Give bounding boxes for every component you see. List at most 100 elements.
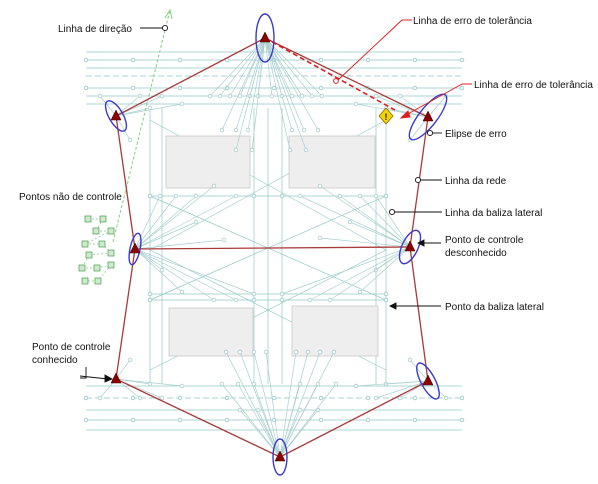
error-ellipse [416, 362, 440, 400]
network-line [299, 195, 411, 248]
side-shot-point [219, 127, 225, 133]
label-known-control-point-1: Ponto de controle [32, 342, 111, 353]
network-line [134, 195, 161, 250]
network-line [209, 37, 266, 97]
side-shot-point [318, 395, 324, 401]
side-shot-point [177, 57, 183, 63]
label-direction-line: Linha de direção [58, 24, 132, 35]
side-shot-point [211, 297, 217, 303]
side-shot-point [263, 349, 269, 355]
red-triangle-icon [110, 372, 122, 384]
side-shot-point [307, 297, 313, 303]
side-shot-point [319, 93, 325, 99]
side-shot-point [147, 297, 153, 303]
network-line [427, 95, 447, 118]
side-shot-point [147, 381, 153, 387]
network-line [235, 37, 266, 131]
side-shot-point [235, 381, 241, 387]
network-line [359, 195, 411, 248]
error-ellipse [255, 13, 275, 63]
side-shot-point [287, 147, 293, 153]
side-shot-point [97, 395, 103, 401]
network-line [279, 351, 321, 458]
red-triangle-icon [259, 31, 271, 43]
side-shot-point [251, 349, 257, 355]
warning-diamond-icon: ! [378, 107, 394, 125]
network-line [281, 246, 411, 295]
side-shot-point [251, 297, 257, 303]
network-line [264, 37, 319, 131]
side-shot-point [137, 395, 143, 401]
network-line [225, 351, 281, 458]
network-line [399, 95, 429, 118]
side-shot-point [337, 193, 343, 199]
side-shot-point [137, 93, 143, 99]
network-line [134, 248, 183, 293]
side-shot-point [301, 127, 307, 133]
side-shot-point [251, 381, 257, 387]
tolerance-leaders [333, 19, 472, 119]
side-shot-point [412, 57, 418, 63]
network-line [134, 195, 197, 250]
side-shot-point [443, 395, 449, 401]
side-shot-point [289, 93, 295, 99]
red-triangle-icon [404, 240, 416, 252]
network-line [134, 248, 255, 295]
side-shot-point [318, 57, 324, 63]
side-shot-point [147, 193, 153, 199]
error-ellipse [128, 232, 142, 266]
network-line [264, 37, 303, 97]
error-ellipses [104, 13, 448, 476]
side-shot-point [383, 291, 389, 297]
network-line [409, 359, 429, 382]
network-line [264, 37, 293, 97]
side-shot-point [147, 291, 153, 297]
side-shot-point [127, 137, 133, 143]
network-line [134, 185, 215, 250]
non-control-point [81, 240, 89, 248]
side-shot-point [249, 147, 255, 153]
side-shot-point [233, 297, 239, 303]
network-line [247, 37, 266, 131]
side-shot-point [297, 193, 303, 199]
network-line [359, 246, 411, 293]
network-line [115, 378, 183, 387]
error-ellipse [272, 438, 288, 476]
side-shot-point [309, 93, 315, 99]
traverse-middle [134, 246, 411, 250]
side-shot-point [127, 357, 133, 363]
side-shot-point [179, 383, 185, 389]
network-line [264, 37, 323, 97]
side-shot-point [305, 349, 311, 355]
label-tolerance-error-line-1: Linha de erro de tolerância [413, 16, 532, 27]
side-shot-point [293, 349, 299, 355]
non-control-point [85, 251, 93, 259]
non-control-point [94, 277, 102, 285]
non-control-point [93, 264, 101, 272]
network-line [134, 239, 225, 250]
network-line [134, 221, 197, 250]
network-line [264, 37, 291, 151]
side-shot-point [130, 85, 136, 91]
non-control-point [98, 240, 106, 248]
error-ellipse [398, 229, 422, 265]
side-shot-point [177, 417, 183, 423]
label-unknown-control-point-2: desconhecido [445, 248, 507, 259]
side-shot-point [177, 85, 183, 91]
non-control-point [92, 227, 100, 235]
side-shot-point [179, 289, 185, 295]
error-ellipse [104, 100, 128, 132]
side-shot-point [297, 407, 303, 413]
side-shot-point [233, 147, 239, 153]
side-shot-point [317, 349, 323, 355]
non-control-point [78, 264, 86, 272]
network-line [253, 383, 281, 458]
side-shot-point [412, 85, 418, 91]
side-shot-point [83, 57, 89, 63]
side-shot-point [397, 93, 403, 99]
network-line [229, 37, 266, 97]
network-line [134, 248, 237, 301]
side-shot-point [159, 395, 165, 401]
side-shot-point [224, 395, 230, 401]
network-line [279, 383, 337, 458]
